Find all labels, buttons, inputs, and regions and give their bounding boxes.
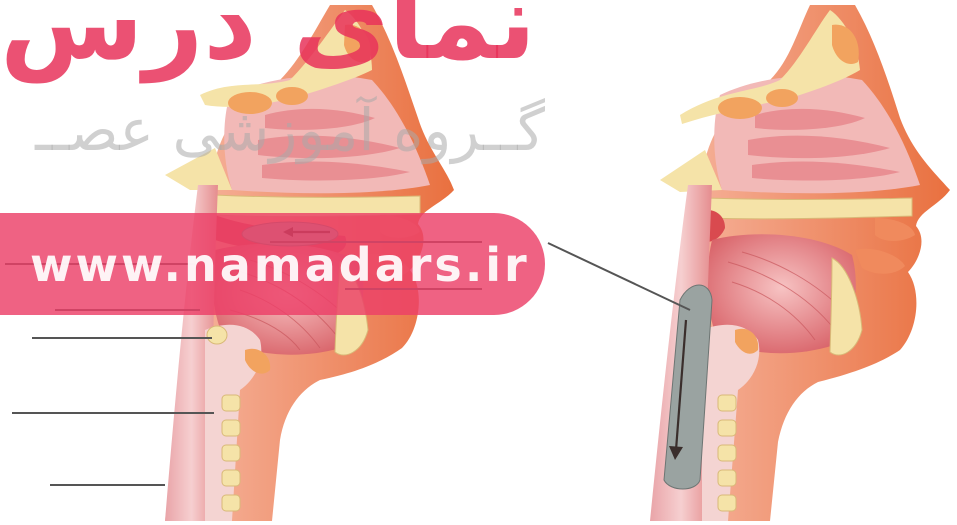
- watermark-url: www.namadars.ir: [30, 230, 530, 300]
- right-head-section: [650, 5, 950, 521]
- right-hard-palate: [705, 198, 912, 219]
- watermark-logo-text: نمای درس: [0, 0, 560, 82]
- right-sinus-1: [718, 97, 762, 119]
- left-epiglottis: [207, 326, 227, 344]
- right-sinus-2: [766, 89, 798, 107]
- watermark-tagline: گــروه آموزشی عصــ: [0, 90, 545, 170]
- label-line-bolus: [548, 243, 690, 310]
